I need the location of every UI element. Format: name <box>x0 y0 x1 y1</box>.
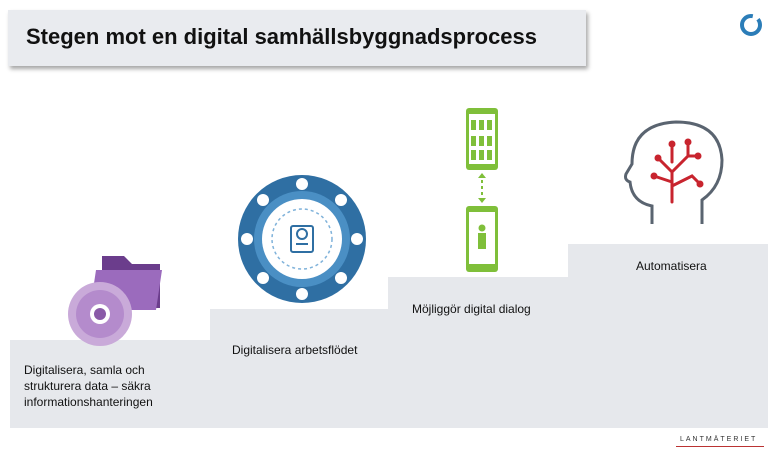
step-1-label: Digitalisera, samla och strukturera data… <box>24 363 153 409</box>
step-1 <box>10 340 210 428</box>
step-2 <box>210 309 388 428</box>
step-4 <box>568 244 768 428</box>
title-box: Stegen mot en digital samhällsbyggnadspr… <box>8 10 586 66</box>
workflow-wheel-icon <box>238 175 366 303</box>
step-4-label: Automatisera <box>636 259 707 273</box>
step-3-label: Möjliggör digital dialog <box>412 302 531 316</box>
brand-underline <box>676 446 764 447</box>
brain-head-icon <box>624 120 724 224</box>
page-title: Stegen mot en digital samhällsbyggnadspr… <box>26 24 538 49</box>
phones-dialog-icon <box>466 108 498 272</box>
brand-wordmark: LANTMÄTERIET <box>680 436 758 443</box>
step-2-label: Digitalisera arbetsflödet <box>232 343 358 357</box>
logo-ring-icon <box>740 14 762 36</box>
folder-disc-icon <box>68 256 162 346</box>
step-3 <box>388 277 568 428</box>
